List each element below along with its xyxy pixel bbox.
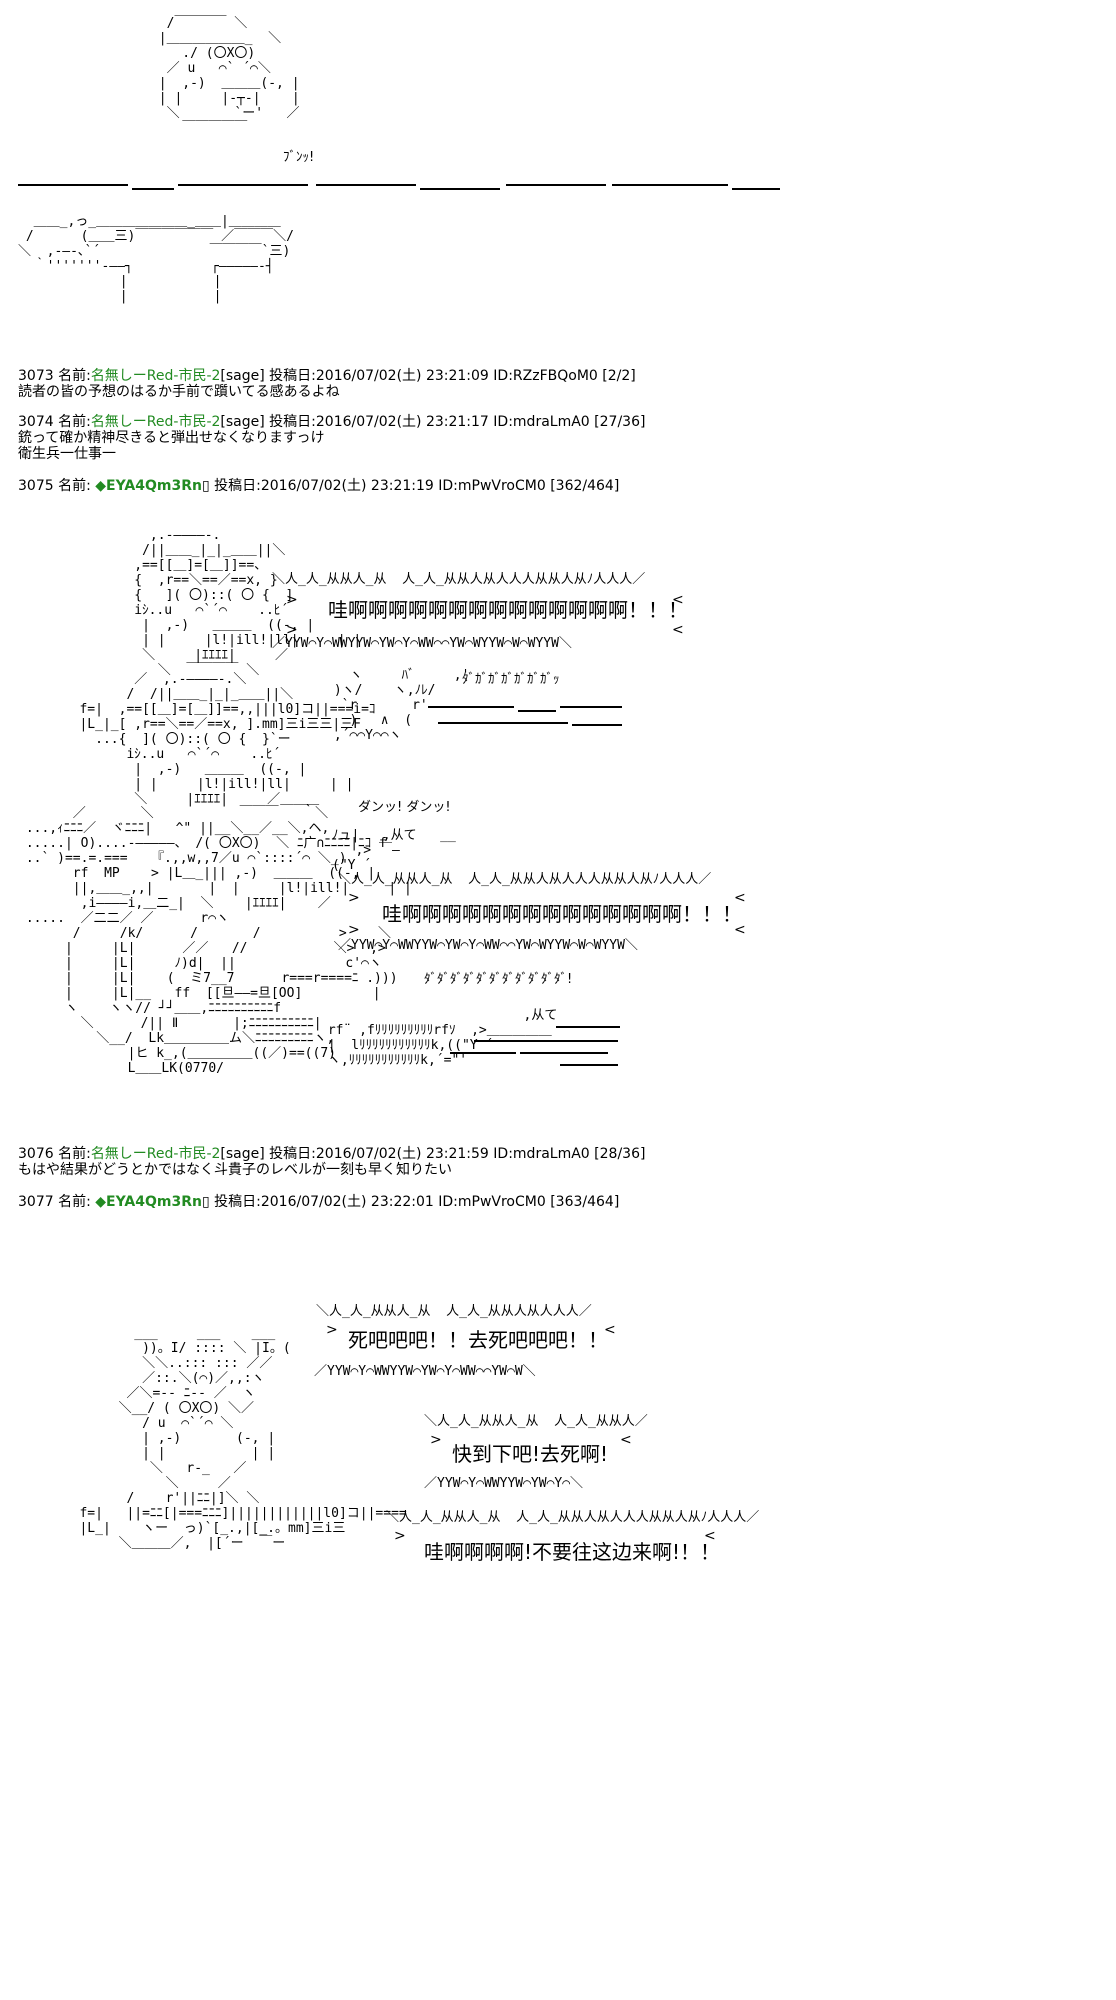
figure-ascii-3: ／ ＼ ￣￣￣ ｀＼ ...,ｨﾆﾆﾆ／ ヾﾆﾆﾆ| ^" ||__＼__／__… <box>25 806 412 1076</box>
shout-bubble-3-top: ＼人_人_从从人_从 人_人_从从人从人人人／ <box>316 1304 592 1319</box>
shout-bubble-4-text: 快到下吧!去死啊! <box>452 1442 609 1466</box>
post-header-3074: 3074 名前:名無しーRed-市民-2[sage] 投稿日:2016/07/0… <box>18 414 646 430</box>
sound-effect-dagaga: ﾀﾞｶﾞｶﾞｶﾞｶﾞｶﾞｶﾞｯ <box>462 672 560 687</box>
post-body-3074-line2: 衛生兵一仕事一 <box>18 446 116 462</box>
shout-bubble-4-bottom: ／YYW⌒Y⌒WWYYW⌒YW⌒Y⌒＼ <box>424 1476 584 1491</box>
figure-ascii-1: ,.-――――-. /||＿＿_|_|_＿＿||＼ ,==[[＿]=[＿]]==… <box>134 528 362 678</box>
trip-mark-icon: ▯ <box>201 1194 210 1210</box>
poster-name[interactable]: 名無しーRed-市民-2 <box>90 414 221 430</box>
post-body-3073: 読者の皆の予想のはるか手前で躓いてる感あるよね <box>18 384 340 400</box>
poster-name[interactable]: 名無しーRed-市民-2 <box>90 1146 221 1162</box>
shout-bubble-1-bottom: ／YYW⌒Y⌒WWYYW⌒YW⌒Y⌒WW⌒⌒YW⌒WYYW⌒W⌒WYYW＼ <box>272 636 572 651</box>
gun-ascii-art: ＿＿_,っ_＿＿＿＿＿＿＿_＿＿|＿＿＿＿ / (＿＿三)￣￣￣￣￣￣ ／￣￣￣… <box>18 214 294 304</box>
shout-bubble-3-bottom: ／YYW⌒Y⌒WWYYW⌒YW⌒Y⌒WW⌒⌒YW⌒W＼ <box>314 1364 536 1379</box>
trip-mark-icon: ▯ <box>201 478 210 494</box>
figure-ascii-2: ／ ,.-――――-.＼ / /||＿＿_|_|_＿＿||＼ f=| ,==[[… <box>79 672 376 807</box>
shout-bubble-1-top: ＼人_人_从从人_从 人_人_从从人从人人人从从人从ﾉ人人人／ <box>272 572 646 587</box>
bullets-ascii: ,从て rf¨ ,fﾘﾘﾘﾘﾘﾘﾘﾘﾘrfｿ ,>＿＿＿＿＿ | lﾘﾘﾘﾘﾘﾘ… <box>327 1008 558 1068</box>
shout-bubble-4-top: ＼人_人_从从人_从 人_人_从从人／ <box>424 1414 648 1429</box>
poster-name[interactable]: 名無しーRed-市民-2 <box>90 368 221 384</box>
shout-bubble-2-bottom: ／YYW⌒Y⌒WWYYW⌒YW⌒Y⌒WW⌒⌒YW⌒WYYW⌒W⌒WYYW＼ <box>338 938 638 953</box>
sound-effect-dan: ダンッ! ダンッ! <box>358 800 451 815</box>
post-body-3074-line1: 銃って確か精神尽きると弾出せなくなりますっけ <box>18 430 325 446</box>
poster-trip[interactable]: ◆EYA4Qm3Rn <box>95 1194 202 1210</box>
shout-bubble-5-top: ＼人_人_从从人_从 人_人_从从人从人人人从从人从ﾉ人人人／ <box>386 1510 760 1525</box>
shout-bubble-3-text: 死吧吧吧！！去死吧吧吧！！ <box>348 1328 608 1352</box>
post-header-3076: 3076 名前:名無しーRed-市民-2[sage] 投稿日:2016/07/0… <box>18 1146 646 1162</box>
figure-ascii-4: ___ ___ ___ ))。I/ :::: ＼ |I。( ＼＼..::: ::… <box>79 1326 407 1551</box>
burst-ascii-2: ﾉュ| ,从て __ ,> ￣― ("Y ´ <box>332 828 456 873</box>
shout-bubble-1-text: 哇啊啊啊啊啊啊啊啊啊啊啊啊啊啊！！！ <box>328 598 688 622</box>
post-body-3076: もはや結果がどうとかではなく斗貴子のレベルが一刻も早く知りたい <box>18 1162 452 1178</box>
sound-effect-bun: ﾌﾞﾝｯ! <box>283 150 315 165</box>
burst-ascii: ヽ ﾊﾞ ,' )ヽ/ ヽ,ﾉﾚ/ `r r' ) ∧ ( ,´⌒⌒Y⌒⌒ヽ <box>333 668 470 743</box>
shout-bubble-5-text: 哇啊啊啊啊!不要往这边来啊!！！ <box>424 1540 721 1564</box>
shout-bubble-2-top: ＼人_人_从从人_从 人_人_从从人从人人人从从人从ﾉ人人人／ <box>338 872 712 887</box>
top-ascii-face: /￣￣￣￣ ＼ |＿＿＿＿＿＿_ ＼ ./ (〇X〇) ／ u ⌒` ´⌒＼ |… <box>158 16 300 136</box>
post-header-3077: 3077 名前: ◆EYA4Qm3Rn▯ 投稿日:2016/07/02(土) 2… <box>18 1194 620 1210</box>
shout-bubble-2-text: 哇啊啊啊啊啊啊啊啊啊啊啊啊啊啊！！！ <box>382 902 742 926</box>
poster-trip[interactable]: ◆EYA4Qm3Rn <box>95 478 202 494</box>
sound-effect-dadada: ﾀﾞﾀﾞﾀﾞﾀﾞﾀﾞﾀﾞﾀﾞﾀﾞﾀﾞﾀﾞﾀﾞ! <box>424 972 573 987</box>
post-header-3073: 3073 名前:名無しーRed-市民-2[sage] 投稿日:2016/07/0… <box>18 368 636 384</box>
post-header-3075: 3075 名前: ◆EYA4Qm3Rn▯ 投稿日:2016/07/02(土) 2… <box>18 478 620 494</box>
